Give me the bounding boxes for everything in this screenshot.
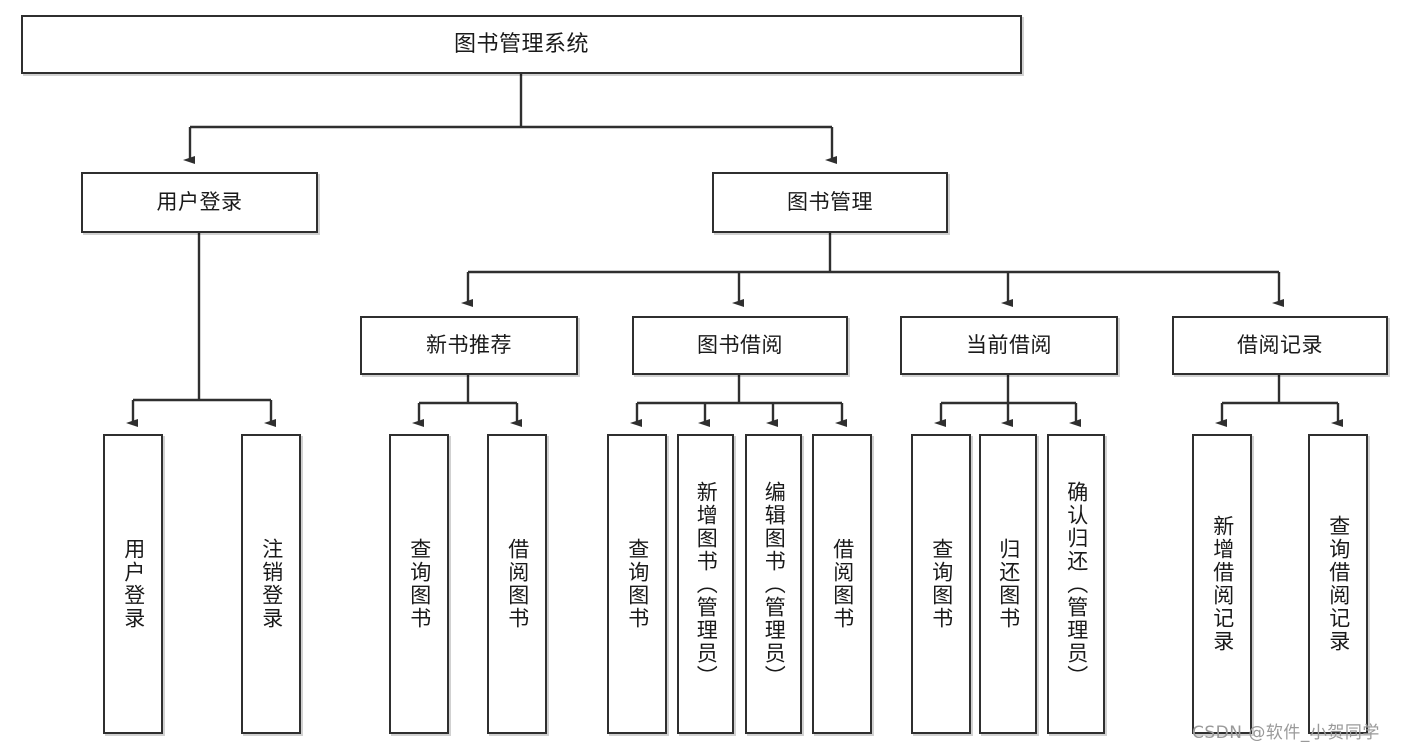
node-borrow-record-label: 借阅记录 bbox=[1237, 333, 1323, 358]
node-leaf-logout-label: 注销登录 bbox=[259, 538, 284, 630]
node-leaf-query-book-3-label: 查询图书 bbox=[929, 538, 954, 630]
node-leaf-logout[interactable]: 注销登录 bbox=[241, 434, 301, 734]
node-leaf-edit-book[interactable]: 编辑图书（管理员） bbox=[745, 434, 802, 734]
node-leaf-query-book-1-label: 查询图书 bbox=[407, 538, 432, 630]
node-leaf-add-record[interactable]: 新增借阅记录 bbox=[1192, 434, 1252, 734]
node-leaf-user-login-label: 用户登录 bbox=[121, 538, 146, 630]
node-leaf-query-book-2[interactable]: 查询图书 bbox=[607, 434, 667, 734]
node-leaf-edit-book-label: 编辑图书（管理员） bbox=[762, 480, 787, 688]
node-new-book-rec-label: 新书推荐 bbox=[426, 333, 512, 358]
node-leaf-borrow-book-1-label: 借阅图书 bbox=[505, 538, 530, 630]
node-leaf-query-book-2-label: 查询图书 bbox=[625, 538, 650, 630]
node-leaf-confirm-return[interactable]: 确认归还（管理员） bbox=[1047, 434, 1105, 734]
node-book-borrow-label: 图书借阅 bbox=[697, 333, 783, 358]
node-user-login-label: 用户登录 bbox=[156, 190, 243, 215]
node-leaf-query-record[interactable]: 查询借阅记录 bbox=[1308, 434, 1368, 734]
node-leaf-add-book[interactable]: 新增图书（管理员） bbox=[677, 434, 734, 734]
node-leaf-user-login[interactable]: 用户登录 bbox=[103, 434, 163, 734]
node-new-book-rec[interactable]: 新书推荐 bbox=[360, 316, 578, 375]
csdn-watermark: CSDN @软件_小贺同学 bbox=[1192, 723, 1380, 743]
node-leaf-query-book-1[interactable]: 查询图书 bbox=[389, 434, 449, 734]
node-book-manage[interactable]: 图书管理 bbox=[712, 172, 948, 233]
node-book-manage-label: 图书管理 bbox=[787, 190, 873, 215]
node-root[interactable]: 图书管理系统 bbox=[21, 15, 1022, 74]
node-leaf-add-record-label: 新增借阅记录 bbox=[1210, 515, 1235, 653]
node-leaf-query-book-3[interactable]: 查询图书 bbox=[911, 434, 971, 734]
node-leaf-borrow-book-1[interactable]: 借阅图书 bbox=[487, 434, 547, 734]
node-current-borrow-label: 当前借阅 bbox=[966, 333, 1052, 358]
node-user-login[interactable]: 用户登录 bbox=[81, 172, 318, 233]
node-leaf-confirm-return-label: 确认归还（管理员） bbox=[1064, 480, 1089, 688]
node-leaf-return-book[interactable]: 归还图书 bbox=[979, 434, 1037, 734]
node-leaf-borrow-book-2-label: 借阅图书 bbox=[830, 538, 855, 630]
node-leaf-return-book-label: 归还图书 bbox=[996, 538, 1021, 630]
node-current-borrow[interactable]: 当前借阅 bbox=[900, 316, 1118, 375]
node-leaf-borrow-book-2[interactable]: 借阅图书 bbox=[812, 434, 872, 734]
node-root-label: 图书管理系统 bbox=[453, 31, 589, 57]
node-leaf-add-book-label: 新增图书（管理员） bbox=[694, 480, 719, 688]
node-book-borrow[interactable]: 图书借阅 bbox=[632, 316, 848, 375]
node-leaf-query-record-label: 查询借阅记录 bbox=[1326, 515, 1351, 653]
node-borrow-record[interactable]: 借阅记录 bbox=[1172, 316, 1388, 375]
